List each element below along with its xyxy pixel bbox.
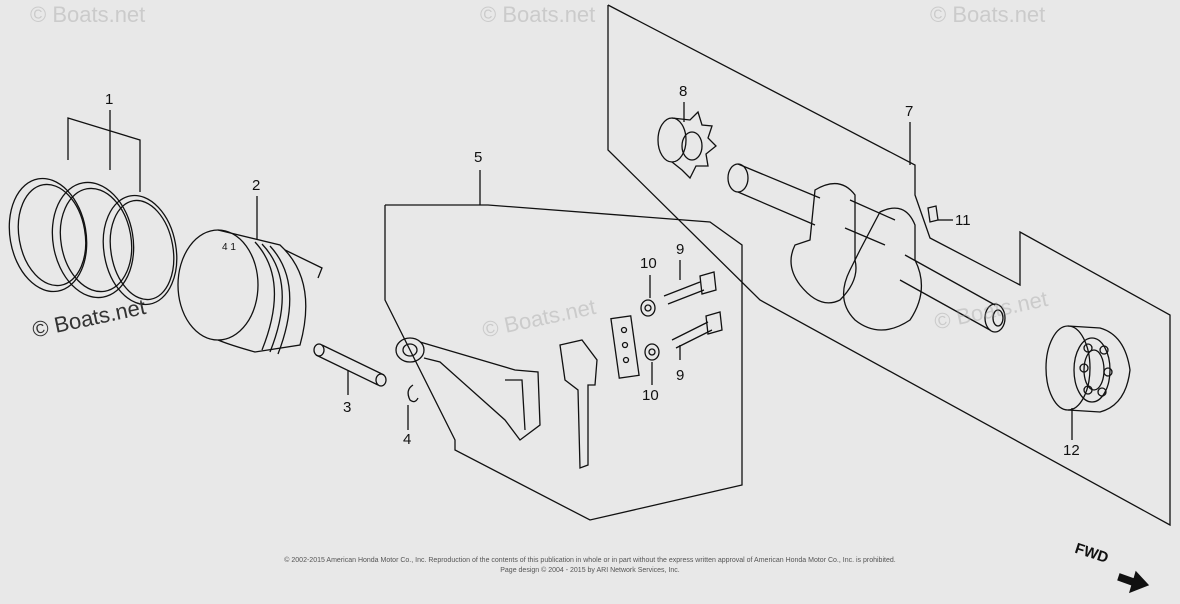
crankshaft-drawing (727, 163, 1006, 333)
watermark-top-right: © Boats.net (930, 2, 1046, 27)
callout-9-upper: 9 (676, 241, 685, 258)
connecting-rod-group-outline (384, 204, 743, 521)
callout-9-lower: 9 (676, 367, 685, 384)
callout-12: 12 (1063, 442, 1080, 459)
woodruff-key-drawing (927, 205, 939, 223)
timing-gear-drawing (657, 110, 717, 180)
crankshaft-group-outline (607, 4, 1171, 527)
callout-7: 7 (905, 103, 914, 120)
copyright-line-1: © 2002-2015 American Honda Motor Co., In… (284, 557, 896, 564)
watermark-top-center: © Boats.net (480, 2, 596, 27)
connecting-rod-drawing (395, 271, 723, 469)
callout-10-lower: 10 (642, 387, 659, 404)
svg-text:4 1: 4 1 (222, 242, 236, 253)
callout-4: 4 (403, 431, 412, 448)
piston-rings-drawing (8, 117, 178, 306)
callout-11: 11 (955, 212, 971, 229)
callout-10-upper: 10 (640, 255, 657, 272)
leader-lines (109, 102, 1073, 440)
bearing-drawing (1045, 325, 1131, 413)
callout-8: 8 (679, 83, 688, 100)
piston-drawing: 4 1 (177, 229, 323, 355)
fwd-arrow-icon (1117, 570, 1150, 594)
callout-1: 1 (105, 91, 114, 108)
callout-3: 3 (343, 399, 352, 416)
watermark-top-left: © Boats.net (30, 2, 146, 27)
copyright-line-2: Page design © 2004 - 2015 by ARI Network… (500, 567, 680, 574)
piston-pin-clip-drawing (407, 384, 419, 403)
callout-5: 5 (474, 149, 483, 166)
callout-2: 2 (252, 177, 261, 194)
piston-pin-drawing (313, 343, 387, 387)
